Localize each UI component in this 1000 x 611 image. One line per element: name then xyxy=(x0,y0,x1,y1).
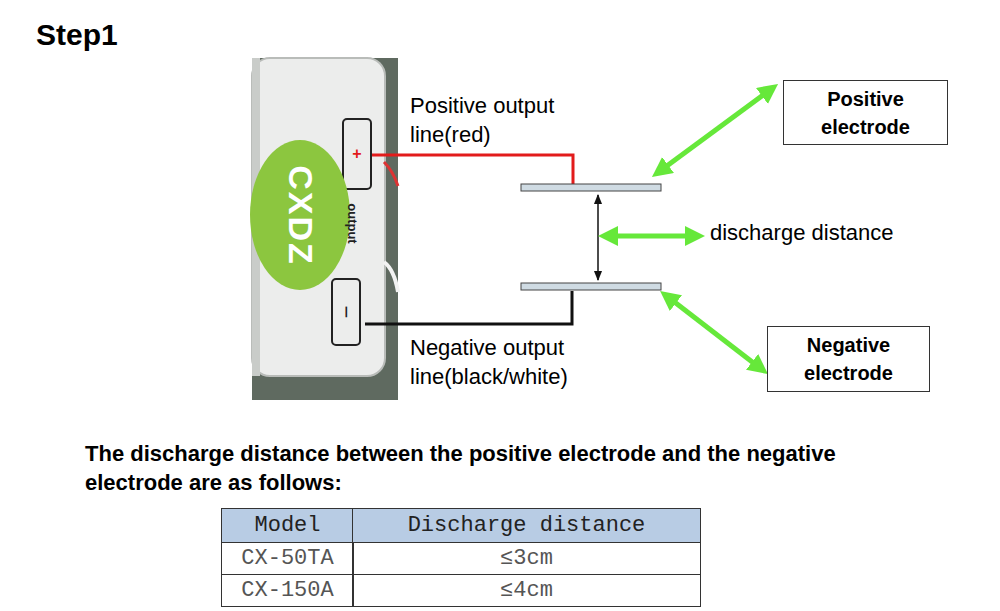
node-text: Negative electrode xyxy=(768,331,929,387)
negative-plate xyxy=(521,283,661,290)
negative-wire xyxy=(365,291,572,324)
table-header-cell: Model xyxy=(221,508,354,543)
wire-label: Negative output line(black/white) xyxy=(410,334,625,391)
table-cell: CX-50TA xyxy=(221,542,354,575)
node-text: + xyxy=(352,145,361,163)
note-text: The discharge distance between the posit… xyxy=(85,440,885,497)
positive-wire xyxy=(357,155,573,185)
terminal-box: + xyxy=(342,118,372,190)
device-wire xyxy=(384,162,398,186)
positive-plate xyxy=(521,184,661,191)
table-header-cell: Discharge distance xyxy=(352,508,701,543)
node-text: Positive electrode xyxy=(784,85,947,141)
node-text: − xyxy=(333,306,359,319)
dimension-label: discharge distance xyxy=(710,220,970,246)
table-cell: ≤4cm xyxy=(352,574,701,607)
callout-arrow xyxy=(668,297,760,368)
wire-label: Positive output line(red) xyxy=(410,92,610,149)
distance-arrow xyxy=(597,195,599,280)
oval-shape xyxy=(250,140,350,290)
table-cell: ≤3cm xyxy=(352,542,701,575)
device-label: output xyxy=(345,199,360,249)
callout-arrow xyxy=(660,90,770,171)
node-text: CXDZ xyxy=(281,165,320,266)
logo-oval: CXDZ xyxy=(250,140,350,290)
title: Step1 xyxy=(36,18,118,52)
device-wire xyxy=(384,262,398,292)
callout-box: Positive electrode xyxy=(783,80,948,145)
callout-box: Negative electrode xyxy=(767,326,930,392)
callout-arrow xyxy=(608,234,695,239)
terminal-box: − xyxy=(331,278,361,346)
table-cell: CX-150A xyxy=(221,574,354,607)
